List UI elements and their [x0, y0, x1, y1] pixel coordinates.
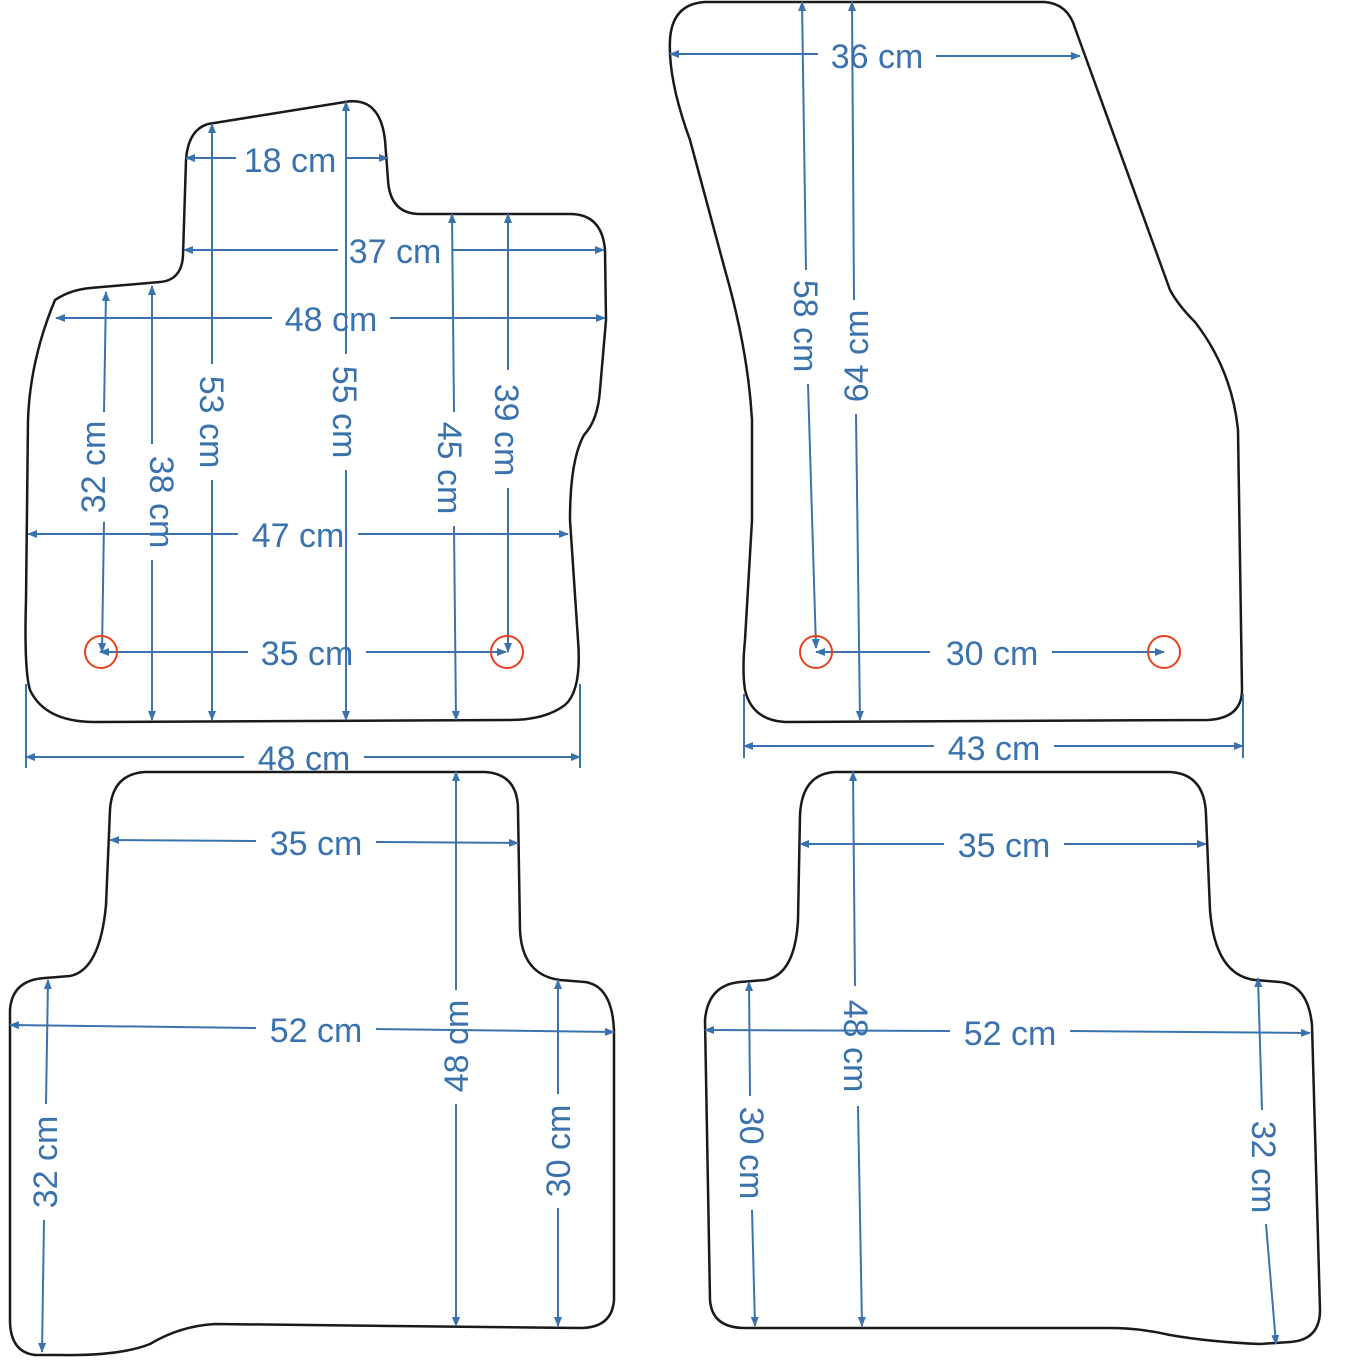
fl-height-c-label: 53 cm	[192, 376, 230, 469]
rr-width-top-label: 35 cm	[958, 827, 1051, 865]
fr-height-a-label: 58 cm	[786, 280, 824, 373]
fr-width-top-label: 36 cm	[831, 38, 924, 76]
fl-height-a-label: 32 cm	[75, 421, 113, 514]
front-left-mat-outline	[24, 100, 608, 724]
front-right-mat-outline	[668, 0, 1244, 724]
rr-height-right-line-top	[1254, 977, 1263, 1111]
fl-height-e-line-top	[448, 213, 457, 413]
fl-width-lower-label: 47 cm	[252, 517, 345, 555]
fr-height-b-line-top	[848, 1, 857, 301]
fl-height-e-label: 45 cm	[430, 422, 468, 515]
fr-fixing-hole-right	[1147, 635, 1181, 669]
rear-right-mat: 35 cm 52 cm 48 cm 30 cm 32 cm	[703, 770, 1322, 1346]
rr-height-center-line-bottom	[857, 1105, 866, 1327]
fr-height-a-line-top	[798, 1, 807, 271]
rl-width-main-line-left	[9, 1021, 257, 1030]
rl-width-top-line-left	[109, 836, 257, 845]
rl-height-left-line-bottom	[38, 1219, 47, 1353]
rr-height-center-label: 48 cm	[836, 1000, 874, 1093]
fl-height-b-label: 38 cm	[142, 456, 180, 549]
front-left-mat: 18 cm 37 cm 48 cm 47 cm 35 cm 48 cm 32 c…	[24, 100, 608, 778]
rr-height-right-line-bottom	[1265, 1223, 1280, 1345]
fl-width-upper-label: 37 cm	[349, 233, 442, 271]
fl-height-e-line-bottom	[451, 525, 460, 721]
fr-height-b-line-bottom	[855, 413, 864, 721]
fl-fixing-hole-right	[490, 635, 524, 669]
fr-fixing-hole-left	[799, 635, 833, 669]
fl-width-mid-label: 48 cm	[285, 301, 378, 339]
rl-height-left-label: 32 cm	[27, 1116, 65, 1209]
fl-fixing-hole-left	[84, 635, 118, 669]
rl-width-top-label: 35 cm	[270, 825, 363, 863]
fl-height-f-label: 39 cm	[487, 384, 525, 477]
rl-width-top-line-right	[375, 838, 519, 847]
fl-width-top-label: 18 cm	[244, 142, 337, 180]
rr-height-left-label: 30 cm	[732, 1107, 770, 1200]
rr-width-main-line-right	[1069, 1028, 1311, 1037]
front-right-mat: 36 cm 58 cm 64 cm 30 cm 43 cm	[668, 0, 1244, 768]
rear-left-mat: 35 cm 52 cm 48 cm 32 cm 30 cm	[8, 770, 616, 1357]
rr-width-main-line-left	[704, 1026, 951, 1035]
fl-height-d-label: 55 cm	[325, 366, 363, 459]
rl-height-right-label: 30 cm	[540, 1105, 578, 1198]
rr-height-center-line-top	[849, 771, 858, 987]
rr-height-left-line-top	[745, 981, 754, 1097]
fl-height-a-line-top	[101, 291, 110, 413]
rr-height-right-label: 32 cm	[1244, 1121, 1282, 1214]
fr-height-a-line-bottom	[807, 383, 820, 649]
fl-height-a-line-bottom	[98, 521, 107, 653]
rl-height-center-label: 48 cm	[438, 1000, 476, 1093]
rear-left-mat-outline	[8, 770, 616, 1357]
fr-height-b-label: 64 cm	[838, 310, 876, 403]
fl-hole-spacing-label: 35 cm	[261, 635, 354, 673]
rear-right-mat-outline	[703, 770, 1322, 1346]
rl-width-main-line-right	[375, 1027, 615, 1036]
rr-width-main-label: 52 cm	[964, 1015, 1057, 1053]
fr-width-bottom-label: 43 cm	[948, 730, 1041, 768]
rr-height-left-line-bottom	[750, 1209, 759, 1327]
rl-height-left-line-top	[43, 979, 52, 1105]
rl-width-main-label: 52 cm	[270, 1012, 363, 1050]
fr-hole-spacing-label: 30 cm	[946, 635, 1039, 673]
